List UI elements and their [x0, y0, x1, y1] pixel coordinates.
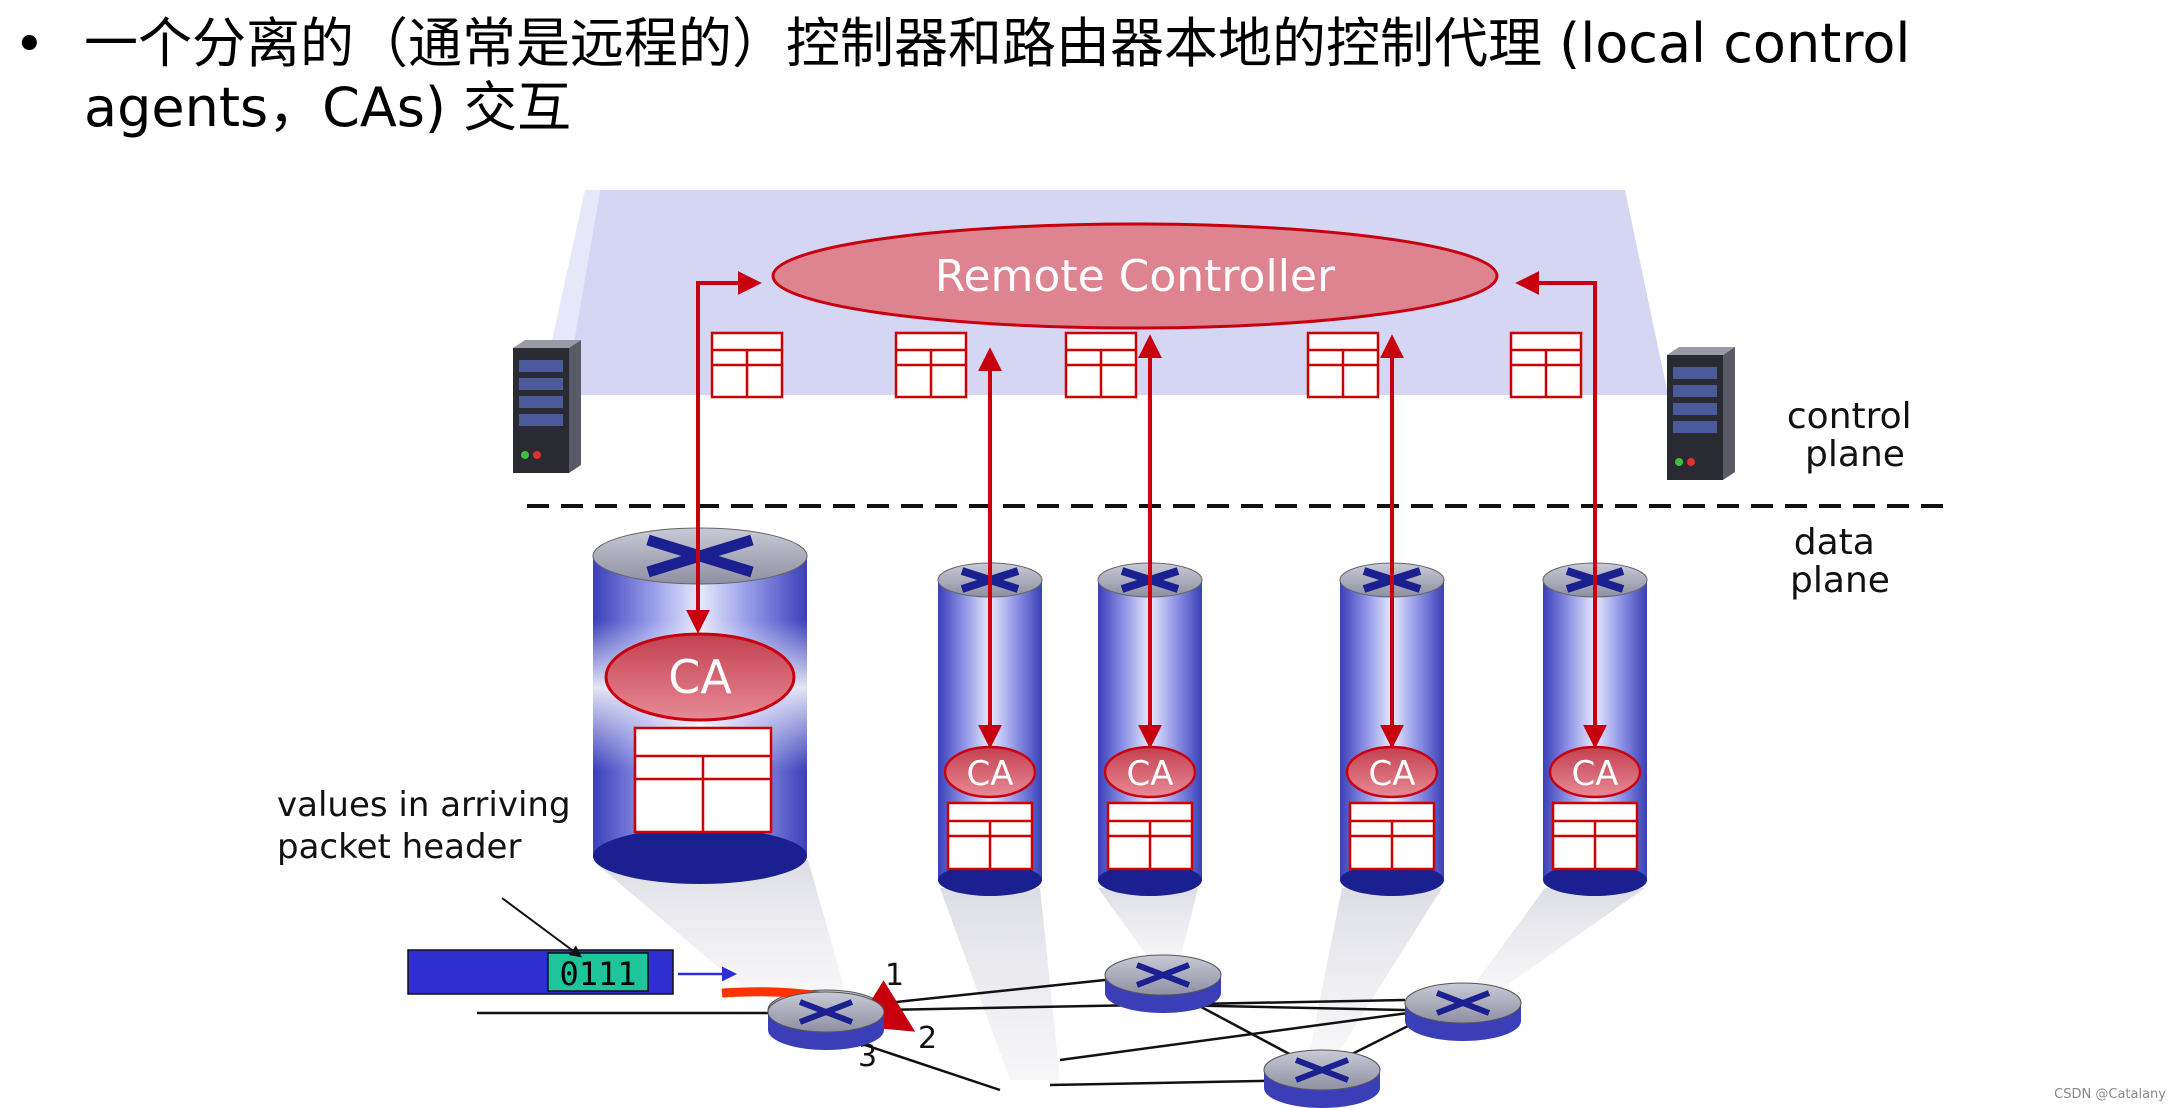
flow-table-icon	[1551, 801, 1639, 871]
remote-controller-label: Remote Controller	[935, 251, 1336, 302]
zoom-beam	[1470, 888, 1645, 990]
annotation-pointer	[501, 897, 582, 958]
ca-label: CA	[1369, 754, 1416, 794]
flow-table-icon	[633, 726, 773, 834]
ca-label: CA	[668, 650, 732, 704]
packet: 0111	[407, 949, 674, 995]
slide-title: 一个分离的（通常是远程的）控制器和路由器本地的控制代理 (local contr…	[84, 12, 1911, 139]
server-icon	[1667, 347, 1735, 480]
control-arrows	[686, 271, 1607, 749]
slide-heading: • 一个分离的（通常是远程的）控制器和路由器本地的控制代理 (local con…	[0, 0, 2180, 170]
flow-table-icon	[894, 331, 968, 399]
server-icon	[513, 340, 581, 473]
ca-label: CA	[1572, 754, 1619, 794]
arrow-left-controller	[686, 271, 762, 634]
data-plane-label: data plane	[1790, 522, 1890, 601]
port-label-1: 1	[885, 958, 904, 993]
control-agent	[604, 632, 796, 722]
packet-header-value: 0111	[559, 955, 636, 993]
ingress-router	[767, 991, 885, 1050]
network-router	[1104, 954, 1222, 1013]
control-plane-label: control plane	[1787, 396, 1923, 475]
zoom-beam	[1098, 888, 1198, 960]
ca-label: CA	[1127, 754, 1174, 794]
network-router	[1263, 1049, 1381, 1108]
port-label-3: 3	[858, 1039, 877, 1074]
bullet-marker: •	[14, 15, 45, 75]
annotation-text: values in arriving packet header	[277, 785, 581, 867]
arrow-right-controller	[1515, 271, 1607, 749]
port-label-2: 2	[918, 1021, 937, 1056]
network-router	[1404, 982, 1522, 1041]
remote-controller	[771, 222, 1499, 330]
flow-table-icon	[1064, 331, 1138, 399]
zoom-beam	[592, 860, 845, 990]
ca-label: CA	[967, 754, 1014, 794]
flow-table-icon	[1509, 331, 1583, 399]
flow-table-icon	[710, 331, 784, 399]
flow-table-icon	[1306, 331, 1380, 399]
watermark: CSDN @Catalany	[2054, 1087, 2166, 1102]
flow-table-icon	[1106, 801, 1194, 871]
flow-table-icon	[946, 801, 1034, 871]
flow-table-icon	[1348, 801, 1436, 871]
zoom-beam	[940, 888, 1060, 1080]
